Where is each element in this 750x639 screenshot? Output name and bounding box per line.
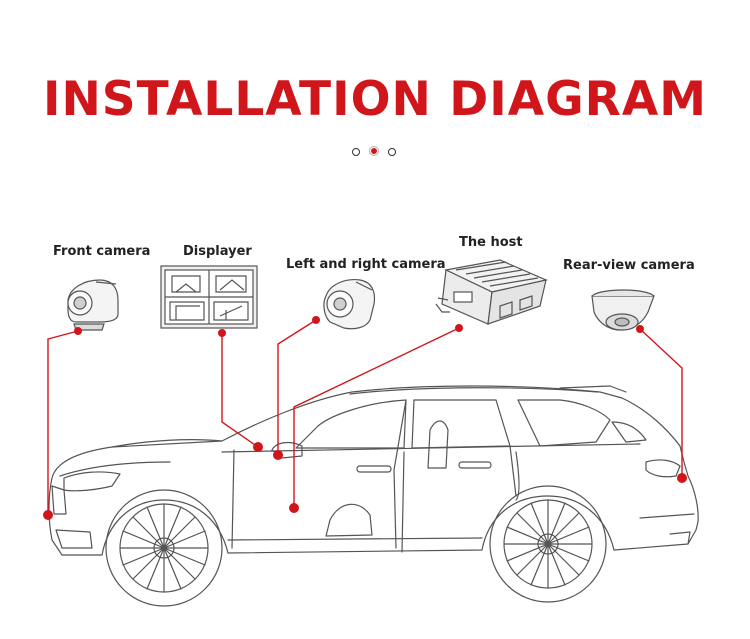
rear-camera-label: Rear-view camera [563,258,695,273]
side-camera-label: Left and right camera [286,257,446,272]
carousel-indicator [350,145,400,159]
side-camera-device [323,279,376,330]
car-outline [48,385,699,607]
front-camera-label: Front camera [53,244,151,259]
host-device [435,259,548,325]
carousel-dot-active[interactable] [369,146,379,156]
rear-camera-device [591,289,655,331]
connector-dots [43,316,687,520]
displayer-device [160,265,258,329]
host-label: The host [459,235,523,250]
displayer-label: Displayer [183,244,252,259]
page-title: INSTALLATION DIAGRAM [42,72,708,127]
connector-lines [47,319,683,515]
front-camera-device [67,279,119,331]
carousel-dot[interactable] [352,148,360,156]
carousel-dot[interactable] [388,148,396,156]
